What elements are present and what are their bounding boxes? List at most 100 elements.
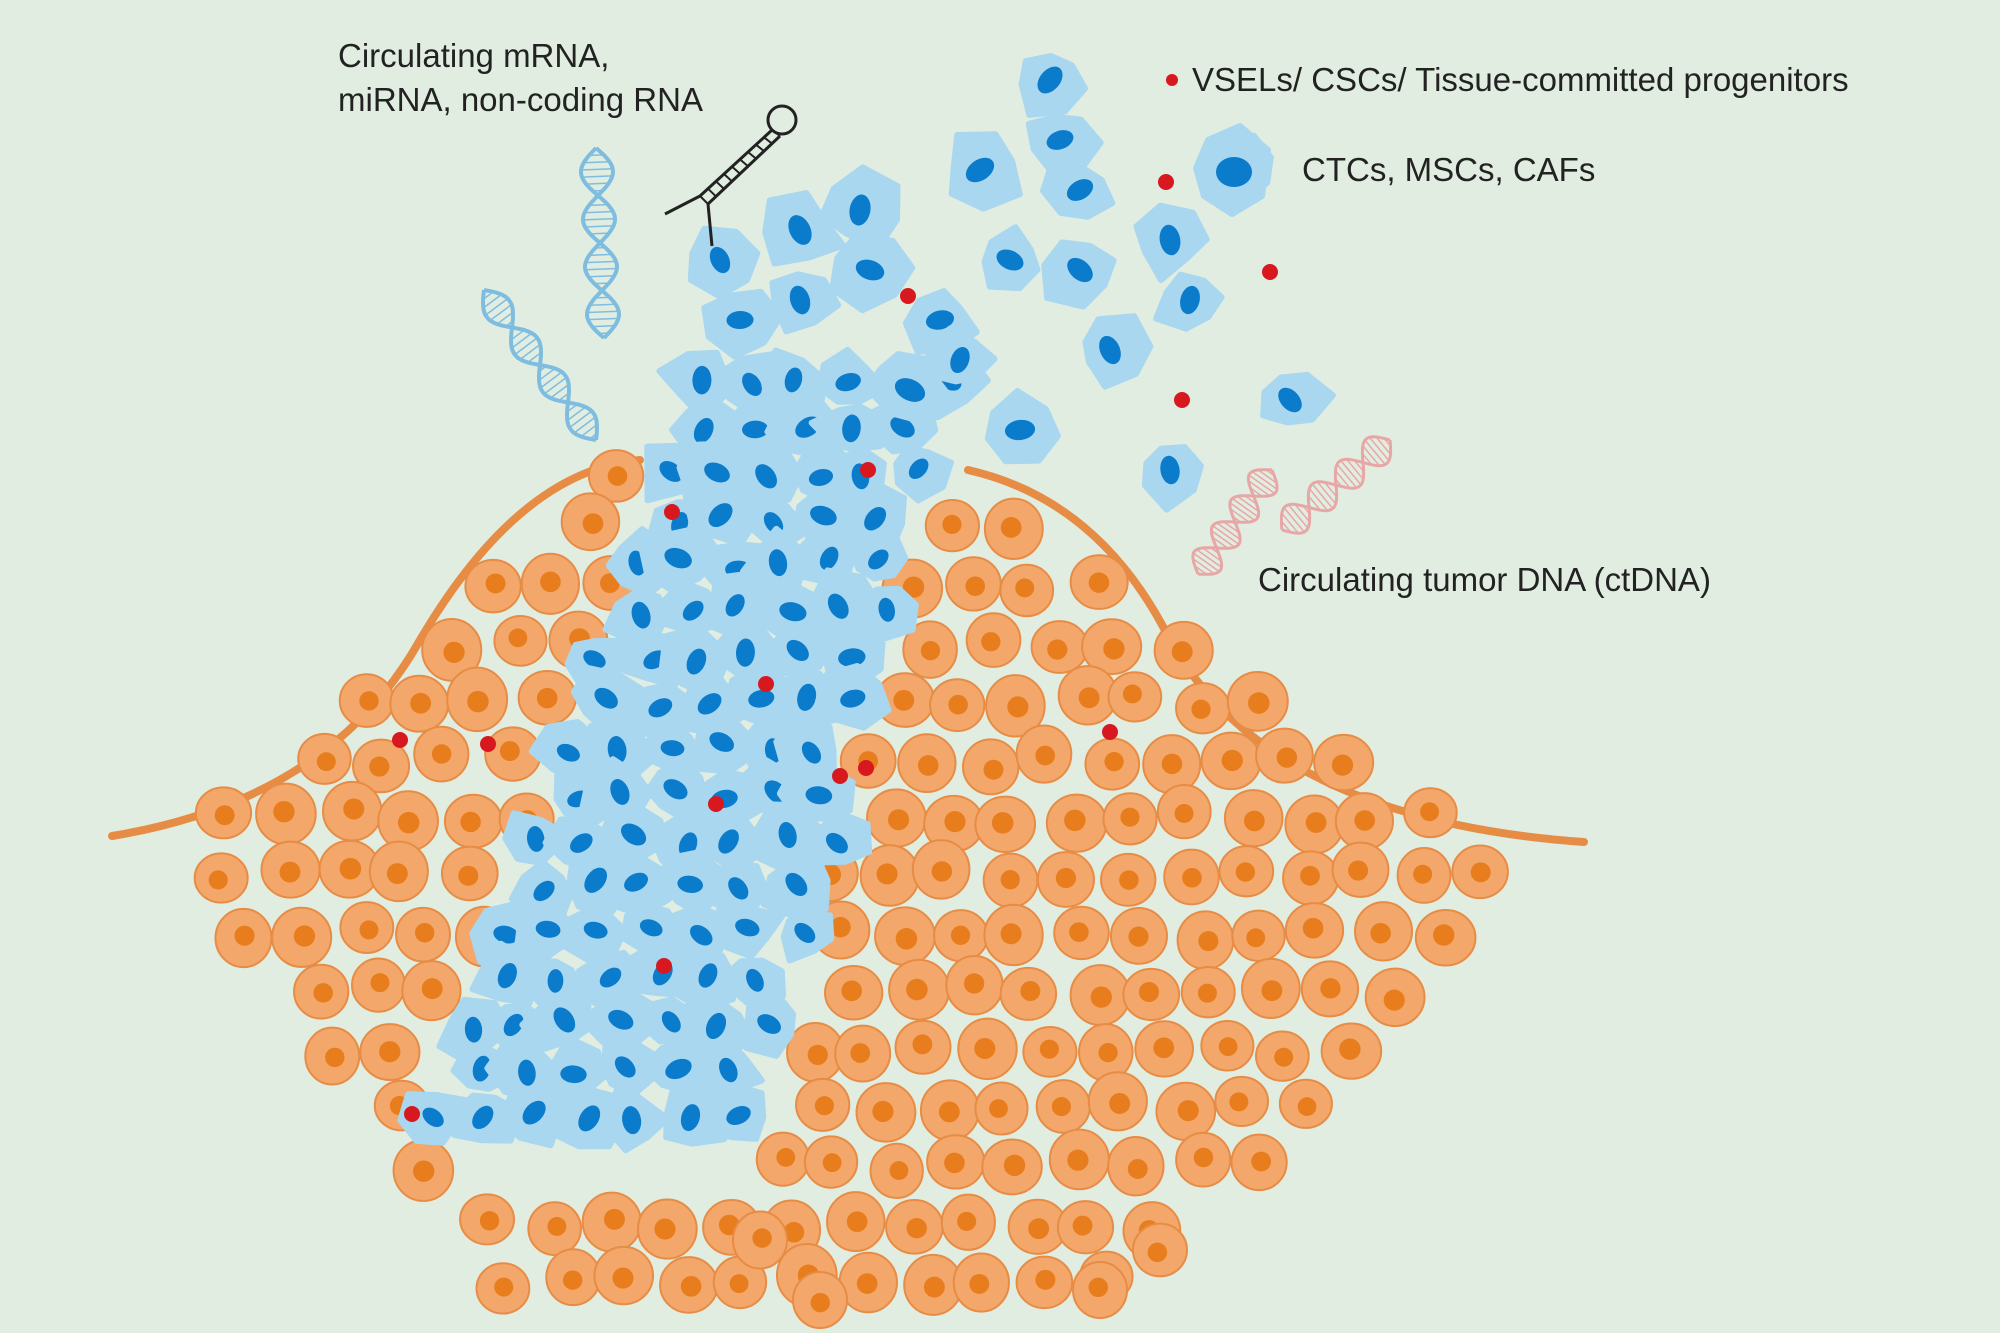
- orange-cell-icon: [855, 1082, 917, 1143]
- orange-cell-icon: [1255, 1030, 1310, 1082]
- blue-cell-icon: [780, 910, 835, 964]
- blue-cell-icon: [797, 809, 873, 866]
- red-dot-icon: [404, 1106, 420, 1122]
- legend-icons: [1193, 123, 1271, 217]
- orange-cell-icon: [464, 558, 522, 614]
- orange-cell-icon: [338, 673, 395, 728]
- red-dot-icon: [708, 796, 724, 812]
- blue-cell-icon: [1040, 157, 1116, 220]
- blue-cell-icon: [545, 1085, 625, 1150]
- orange-cell-icon: [1156, 784, 1212, 840]
- orange-cell-icon: [517, 669, 577, 726]
- red-dot-icon: [860, 462, 876, 478]
- orange-cell-icon: [255, 782, 317, 846]
- orange-cell-icon: [1036, 851, 1095, 908]
- blue-cell-icon: [1018, 53, 1088, 118]
- orange-cell-icon: [443, 793, 503, 849]
- vsels-legend-item: VSELs/ CSCs/ Tissue-committed progenitor…: [1166, 58, 1849, 102]
- blue-cell-icon: [760, 851, 831, 920]
- orange-cell-icon: [1364, 967, 1426, 1028]
- orange-cell-icon: [1142, 734, 1202, 795]
- blue-cell-icon: [687, 225, 761, 299]
- red-dot-icon: [832, 768, 848, 784]
- orange-cell-icon: [351, 957, 406, 1013]
- orange-cell-icon: [874, 906, 936, 966]
- orange-cell-icon: [587, 449, 645, 503]
- ctcs-label: CTCs, MSCs, CAFs: [1302, 151, 1596, 188]
- red-dot-icon: [1158, 174, 1174, 190]
- orange-cell-icon: [1030, 620, 1089, 674]
- orange-cell-icon: [352, 738, 411, 794]
- orange-cell-icon: [1048, 1128, 1110, 1191]
- red-dot-icon: [664, 504, 680, 520]
- orange-cell-icon: [974, 795, 1037, 853]
- orange-cell-icon: [1200, 731, 1262, 791]
- blue-cell-icon: [660, 579, 721, 635]
- blue-cell-icon: [600, 1037, 657, 1098]
- orange-cell-icon: [924, 499, 980, 553]
- blue-cell-icon: [559, 906, 628, 964]
- blue-cell-icon: [981, 224, 1041, 292]
- orange-cell-icon: [359, 1023, 421, 1082]
- orange-cell-icon: [732, 1210, 788, 1270]
- orange-cell-icon: [1107, 1136, 1165, 1197]
- blue-cell-icon: [604, 1079, 671, 1154]
- orange-cell-icon: [945, 556, 1002, 612]
- orange-cell-icon: [1218, 845, 1275, 898]
- red-progenitor-dots: [392, 174, 1278, 1122]
- rna-hairpin-icon: [664, 104, 798, 247]
- orange-cell-icon: [1255, 727, 1314, 784]
- orange-cell-icon: [982, 852, 1039, 909]
- blue-cell-icon: [397, 1091, 468, 1146]
- orange-cell-icon: [985, 674, 1046, 738]
- orange-cell-icon: [962, 738, 1020, 796]
- orange-cell-icon: [897, 733, 957, 794]
- orange-cell-icon: [304, 1026, 361, 1086]
- red-dot-icon: [656, 958, 672, 974]
- blue-cell-icon: [1153, 271, 1225, 332]
- orange-cell-icon: [1320, 1022, 1383, 1080]
- rna-strand-icon: [578, 146, 622, 340]
- orange-cell-icon: [1334, 792, 1394, 851]
- orange-cell-icon: [712, 1255, 768, 1310]
- orange-cell-icon: [981, 1138, 1043, 1196]
- orange-cell-icon: [929, 678, 986, 733]
- orange-cell-icon: [1403, 787, 1458, 839]
- orange-cell-icon: [1045, 793, 1108, 853]
- orange-cell-icon: [1081, 618, 1143, 675]
- red-dot-icon: [480, 736, 496, 752]
- blue-cell-icon: [1082, 313, 1154, 390]
- blue-cell-icon: [743, 991, 797, 1059]
- rna-label-line2: miRNA, non-coding RNA: [338, 81, 703, 118]
- orange-cell-icon: [1175, 682, 1231, 735]
- orange-cell-icon: [395, 906, 451, 963]
- orange-cell-icon: [636, 1198, 698, 1260]
- orange-cell-icon: [1100, 852, 1157, 907]
- orange-cell-icon: [1163, 848, 1220, 906]
- blue-cell-icon: [814, 663, 892, 731]
- orange-cell-icon: [834, 1024, 892, 1083]
- blue-cell-icon: [808, 403, 888, 453]
- rna-label-line1: Circulating mRNA,: [338, 37, 610, 74]
- blue-cell-icon: [1193, 123, 1271, 217]
- blue-cell-icon: [579, 756, 654, 817]
- orange-cell-icon: [1072, 1261, 1128, 1319]
- red-dot-icon: [1262, 264, 1278, 280]
- orange-cell-icon: [520, 552, 581, 615]
- orange-cell-icon: [368, 840, 429, 903]
- orange-cell-icon: [194, 786, 253, 840]
- orange-cell-icon: [926, 1134, 986, 1190]
- orange-cell-icon: [1053, 905, 1110, 961]
- orange-cell-icon: [545, 1248, 602, 1307]
- orange-cell-icon: [377, 790, 439, 852]
- orange-cell-icon: [1153, 620, 1214, 680]
- orange-cell-icon: [1214, 1075, 1269, 1128]
- orange-cell-icon: [803, 1135, 859, 1189]
- orange-cell-icon: [401, 960, 462, 1022]
- orange-cell-icon: [440, 845, 499, 902]
- ctdna-label: Circulating tumor DNA (ctDNA): [1258, 561, 1711, 598]
- orange-cell-icon: [940, 1193, 996, 1251]
- orange-cell-icon: [792, 1270, 848, 1330]
- blue-stem-cells: [397, 53, 1336, 1154]
